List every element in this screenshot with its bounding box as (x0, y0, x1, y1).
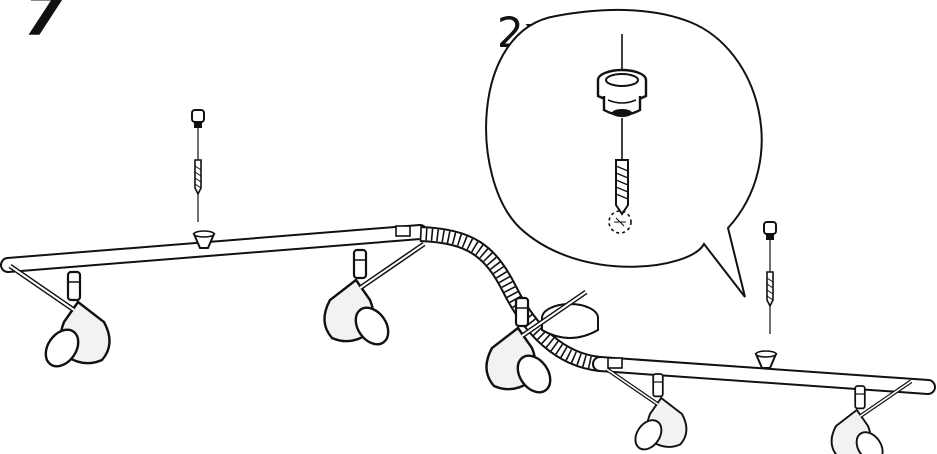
plug-icon (596, 34, 648, 117)
ceiling-mount-icon (755, 350, 777, 369)
track-right (592, 356, 936, 395)
screw-icon (191, 109, 205, 223)
screw-icon (763, 221, 777, 335)
step-number: 7 (24, 0, 65, 49)
flex-connector (419, 226, 602, 372)
transformer-box (541, 303, 599, 339)
spotlight-icon (10, 266, 110, 372)
magnifier-callout-icon (485, 8, 763, 298)
screw-icon (608, 118, 632, 234)
spotlight-icon (607, 369, 687, 454)
spotlight-icon (324, 244, 424, 350)
track-left (0, 224, 428, 273)
